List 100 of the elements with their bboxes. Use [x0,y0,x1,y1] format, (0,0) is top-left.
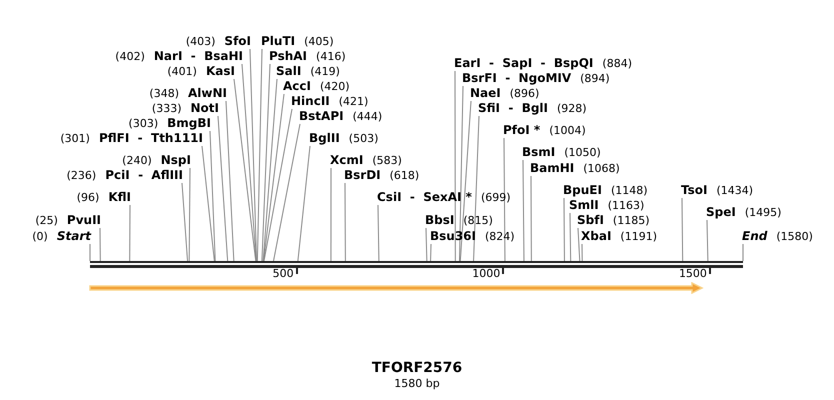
site-position: (240) [122,153,152,168]
enzyme-name: NspI [160,153,191,168]
leader-line [426,228,428,262]
leader-line [250,48,258,262]
site-position: (824) [485,229,515,244]
site-position: (419) [310,64,340,79]
enzyme-name: SalI [276,64,302,79]
enzyme-name: BsrFI - NgoMIV [462,71,572,86]
site-position: (699) [480,190,511,205]
enzyme-name: BsrDI [344,168,381,183]
site-position: (403) [186,34,216,49]
leader-line [182,182,188,262]
leader-line [742,244,744,262]
site-position: (503) [348,131,378,146]
leader-line [522,160,524,262]
site-position: (896) [510,86,540,101]
leader-line [570,212,572,262]
leader-line [473,116,480,262]
enzyme-name: BmgBI [167,116,211,131]
leader-line [582,244,583,262]
sequence-length: 1580 bp [393,377,441,390]
enzyme-name: PflFI - Tth111I [98,131,203,146]
leader-line [261,64,270,262]
site-position: (444) [352,109,382,124]
enzyme-name: AccI [283,79,311,94]
leader-line [530,176,532,262]
leader-line [234,78,256,262]
site-position: (1050) [564,145,601,160]
site-position: (236) [66,168,96,183]
enzyme-name: PciI - AflIII [105,168,183,183]
leader-line [242,64,257,262]
site-position: (815) [463,213,493,228]
enzyme-name: PfoI * [503,123,540,138]
enzyme-name: NotI [190,101,219,116]
site-position: (0) [32,229,48,244]
tick-label: 500 [272,267,294,280]
enzyme-name: PvuII [66,213,101,228]
enzyme-name: BamHI [530,161,574,176]
leader-line [454,70,456,262]
enzyme-name: BbsI [425,213,454,228]
tick-label: 1000 [472,267,500,280]
enzyme-name: BstAPI [299,109,344,124]
enzyme-name: SfiI - BglI [478,101,548,116]
leader-line [430,244,432,262]
site-position: (1434) [716,183,754,198]
leader-line [378,204,380,262]
enzyme-name: BsmI [522,145,556,160]
enzyme-name: TsoI [681,183,708,198]
site-position: (1004) [549,123,586,138]
leader-line [330,168,332,262]
site-position: (301) [60,131,90,146]
enzyme-name: BglII [309,131,340,146]
leader-line [262,78,278,262]
site-position: (1495) [744,205,782,220]
enzyme-name: BpuEI [563,183,602,198]
sequence-end-label: End [742,229,768,244]
leader-line [263,94,284,262]
site-position: (1068) [583,161,620,176]
site-position: (583) [372,153,402,168]
site-position: (405) [304,34,334,49]
site-position: (1580) [776,229,813,244]
leader-line [460,100,472,262]
site-position: (25) [35,213,58,228]
leader-line [706,220,708,262]
enzyme-name: HincII [291,94,330,109]
enzyme-name: CsiI - SexAI * [377,190,472,205]
leader-line [458,86,464,262]
enzyme-name: KasI [206,64,235,79]
enzyme-name: Bsu36I [430,229,476,244]
enzyme-name: XbaI [581,229,612,244]
leader-line [226,100,234,262]
leader-line [218,116,228,262]
leader-line [564,198,565,262]
enzyme-name: SmlI [569,198,599,213]
site-position: (884) [602,56,632,71]
enzyme-name: SbfI [577,213,604,228]
leader-line [682,198,684,262]
leader-line [578,228,580,262]
site-position: (1185) [612,213,650,228]
site-position: (1163) [608,198,644,213]
enzyme-name: PshAI [269,49,308,64]
enzyme-name: PluTI [261,34,296,49]
leader-line [256,48,262,262]
leader-line [202,146,215,262]
site-position: (1191) [620,229,657,244]
enzyme-name: KflI [108,190,131,205]
enzyme-name: EarI - SapI - BspQI [454,56,594,71]
leader-line [129,204,130,262]
leader-line [273,124,300,262]
tick-label: 1500 [678,267,707,280]
leader-line [297,146,310,262]
site-position: (348) [149,86,179,101]
enzyme-name: SpeI [706,205,736,220]
enzyme-name: NarI - BsaHI [154,49,243,64]
leader-line [504,138,506,262]
leader-line [264,108,292,262]
dna-backbone [90,261,743,268]
site-position: (416) [316,49,346,64]
sequence-end-label: Start [56,229,91,244]
enzyme-name: XcmI [330,153,364,168]
